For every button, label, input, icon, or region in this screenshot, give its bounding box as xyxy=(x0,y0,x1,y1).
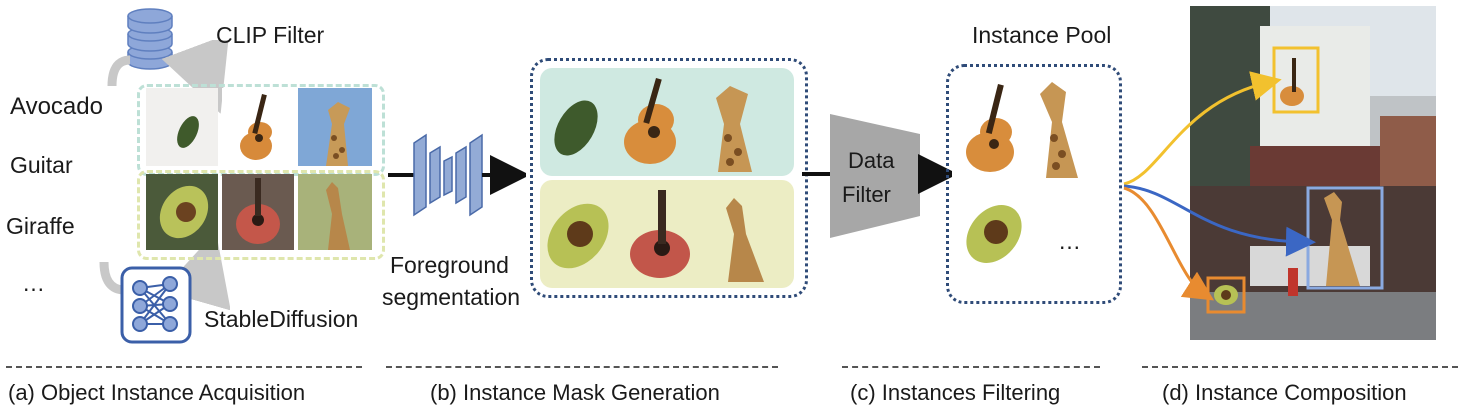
class-label-giraffe: Giraffe xyxy=(6,213,75,239)
caption-a: (a) Object Instance Acquisition xyxy=(8,380,306,405)
masked-generated-giraffe xyxy=(726,198,764,282)
caption-d: (d) Instance Composition xyxy=(1162,380,1407,405)
masked-giraffe xyxy=(716,86,752,172)
masked-generated-avocado xyxy=(547,203,609,269)
instance-pool-title: Instance Pool xyxy=(972,22,1112,48)
data-filter-line2: Filter xyxy=(842,182,891,207)
yellow-arrow xyxy=(1123,71,1282,186)
pool-avocado xyxy=(966,205,1022,263)
blue-arrow xyxy=(1123,184,1316,257)
divider-d xyxy=(1142,366,1458,368)
divider-b xyxy=(386,366,778,368)
mask-instances xyxy=(547,78,764,282)
class-label-avocado: Avocado xyxy=(10,93,103,120)
pool-guitar xyxy=(966,84,1014,172)
masked-guitar xyxy=(624,78,676,164)
street-photo xyxy=(1190,6,1436,340)
generated-giraffe xyxy=(298,174,372,250)
pool-giraffe xyxy=(1040,82,1078,178)
caption-c: (c) Instances Filtering xyxy=(850,380,1061,405)
class-label-guitar: Guitar xyxy=(10,152,73,178)
guitar-photo xyxy=(222,88,294,166)
database-icon xyxy=(127,8,173,70)
divider-a xyxy=(6,366,362,368)
sd-image-row xyxy=(146,174,372,250)
mask-panel xyxy=(530,58,808,298)
network-icon xyxy=(120,266,192,344)
stable-diffusion-label: StableDiffusion xyxy=(204,306,359,332)
foreground-segmentation-line1: Foreground xyxy=(390,252,509,278)
clip-filter-label: CLIP Filter xyxy=(216,22,325,48)
instance-pool-panel xyxy=(946,64,1122,304)
instance-pool-ellipsis: … xyxy=(1058,228,1081,254)
masked-avocado xyxy=(554,100,598,156)
generated-avocado xyxy=(146,174,218,250)
orange-arrow xyxy=(1123,186,1215,301)
sd-images-box xyxy=(137,170,385,260)
giraffe-photo xyxy=(298,88,372,166)
data-filter-block xyxy=(802,114,952,238)
instance-pool-items xyxy=(966,82,1078,263)
segmentation-network-icon xyxy=(388,133,526,217)
clip-image-row xyxy=(146,88,372,166)
data-filter-line1: Data xyxy=(848,148,895,173)
divider-c xyxy=(842,366,1100,368)
foreground-segmentation-line2: segmentation xyxy=(382,284,521,310)
generated-guitar xyxy=(222,174,294,250)
class-label-ellipsis: … xyxy=(22,270,45,296)
composition-scene xyxy=(1123,6,1436,340)
masked-generated-guitar xyxy=(630,190,690,278)
caption-b: (b) Instance Mask Generation xyxy=(430,380,720,405)
avocado-photo xyxy=(146,88,218,166)
